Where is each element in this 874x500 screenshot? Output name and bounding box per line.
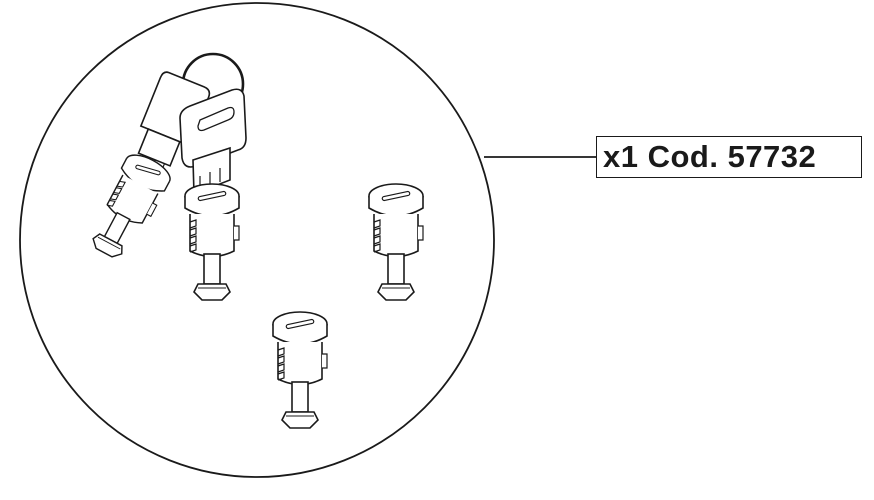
part-code-label: x1 Cod. 57732	[603, 139, 817, 174]
part-code-callout: x1 Cod. 57732	[596, 136, 862, 178]
key-icon	[179, 88, 247, 196]
detail-circle	[19, 2, 495, 478]
